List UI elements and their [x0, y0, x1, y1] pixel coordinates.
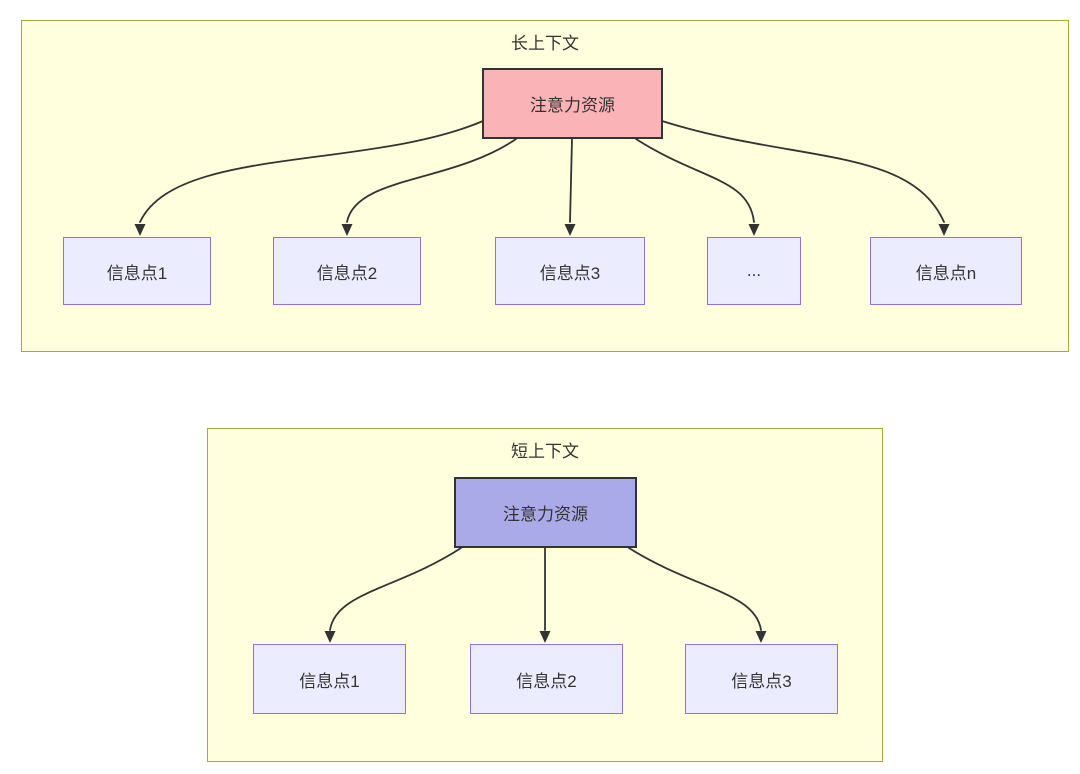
attention-resource-node-short: 注意力资源 — [454, 477, 637, 548]
info-node-label: 信息点1 — [299, 671, 360, 691]
attention-resource-node-long: 注意力资源 — [482, 68, 663, 139]
info-node-label: 信息点2 — [316, 263, 378, 283]
info-node-long-1: 信息点1 — [63, 237, 211, 305]
info-node-label: 信息点1 — [106, 263, 168, 283]
attention-resource-label-short: 注意力资源 — [503, 505, 588, 524]
info-node-label: 信息点n — [915, 263, 977, 283]
info-node-long-3: 信息点3 — [495, 237, 645, 305]
subgraph-title-short-context: 短上下文 — [511, 442, 579, 461]
info-node-short-2: 信息点2 — [470, 644, 623, 714]
subgraph-title-long-context: 长上下文 — [511, 34, 579, 53]
info-node-label: ... — [746, 261, 762, 280]
info-node-short-1: 信息点1 — [253, 644, 406, 714]
info-node-label: 信息点2 — [516, 671, 577, 691]
info-node-long-ellipsis: ... — [707, 237, 801, 305]
info-node-long-2: 信息点2 — [273, 237, 421, 305]
info-node-long-n: 信息点n — [870, 237, 1022, 305]
info-node-label: 信息点3 — [731, 671, 792, 691]
info-node-short-3: 信息点3 — [685, 644, 838, 714]
attention-resource-label-long: 注意力资源 — [530, 96, 615, 115]
info-node-label: 信息点3 — [539, 263, 601, 283]
